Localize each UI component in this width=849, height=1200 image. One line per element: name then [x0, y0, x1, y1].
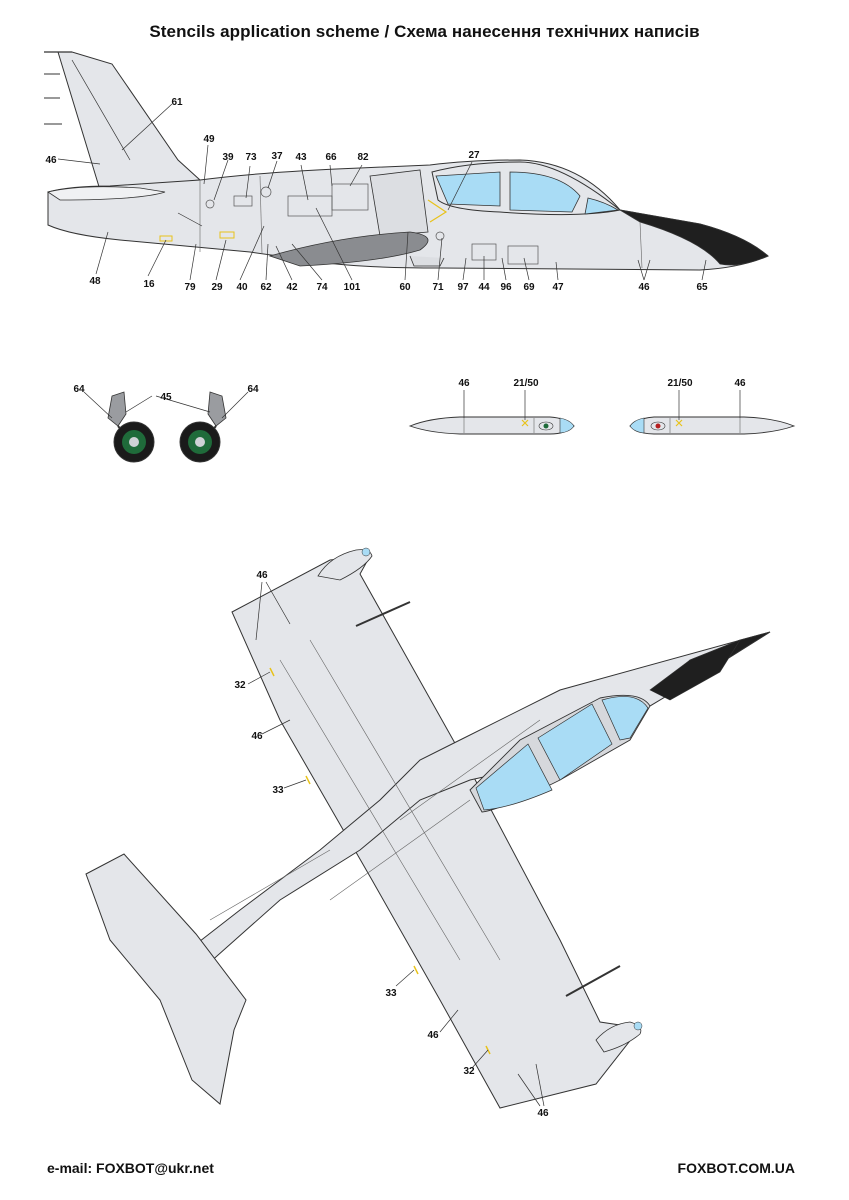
callout-45: 45 — [160, 392, 172, 403]
page-title: Stencils application scheme / Схема нане… — [149, 22, 700, 41]
callout-82: 82 — [357, 152, 369, 163]
callout-49: 49 — [203, 134, 215, 145]
callout-79: 79 — [184, 282, 196, 293]
side-view-aircraft — [44, 51, 769, 271]
tank-leaders — [463, 390, 741, 420]
landing-gear-callouts: 64 45 64 — [73, 384, 259, 403]
footer-email: e-mail: FOXBOT@ukr.net — [47, 1160, 214, 1176]
callout-74: 74 — [316, 282, 328, 293]
callout-27: 27 — [468, 150, 480, 161]
callout-46-nose: 46 — [638, 282, 650, 293]
side-view-leaders — [57, 103, 707, 281]
callout-37: 37 — [271, 151, 283, 162]
drop-tank-left — [408, 416, 575, 435]
drop-tank-right — [629, 416, 796, 435]
top-view-aircraft — [85, 547, 771, 1109]
callout-46-top-wing: 46 — [256, 570, 268, 581]
callout-64-left: 64 — [73, 384, 85, 395]
callout-44: 44 — [478, 282, 490, 293]
callout-33-bottom: 33 — [385, 988, 397, 999]
callout-60: 60 — [399, 282, 411, 293]
top-view-callouts: 46 32 46 33 33 46 32 46 — [234, 570, 549, 1119]
side-view-callouts: 61 49 39 73 37 43 66 82 27 46 48 16 79 2… — [45, 97, 708, 293]
callout-73: 73 — [245, 152, 257, 163]
landing-gear-leaders — [83, 391, 249, 419]
callout-64-right: 64 — [247, 384, 259, 395]
callout-21-50-tank-left: 21/50 — [513, 378, 538, 389]
callout-46: 46 — [45, 155, 57, 166]
callout-46-bottom-mid: 46 — [427, 1030, 439, 1041]
callout-66: 66 — [325, 152, 337, 163]
callout-16: 16 — [143, 279, 155, 290]
callout-47: 47 — [552, 282, 564, 293]
callout-62: 62 — [260, 282, 272, 293]
landing-gear-left — [107, 391, 155, 463]
landing-gear-right — [179, 391, 227, 463]
callout-61: 61 — [171, 97, 183, 108]
callout-21-50-tank-right: 21/50 — [667, 378, 692, 389]
callout-101: 101 — [344, 282, 361, 293]
callout-46-bottom-wing: 46 — [537, 1108, 549, 1119]
callout-46-top-mid: 46 — [251, 731, 263, 742]
callout-46-tank-right: 46 — [734, 378, 746, 389]
callout-32-top: 32 — [234, 680, 246, 691]
top-view-leaders — [247, 581, 545, 1107]
callout-69: 69 — [523, 282, 535, 293]
callout-39: 39 — [222, 152, 234, 163]
callout-97: 97 — [457, 282, 469, 293]
callout-33-top: 33 — [272, 785, 284, 796]
callout-42: 42 — [286, 282, 298, 293]
callout-65: 65 — [696, 282, 708, 293]
callout-32-bottom: 32 — [463, 1066, 475, 1077]
callout-96: 96 — [500, 282, 512, 293]
footer-website: FOXBOT.COM.UA — [677, 1160, 795, 1176]
callout-46-tank-left: 46 — [458, 378, 470, 389]
tank-callouts: 46 21/50 21/50 46 — [458, 378, 746, 389]
callout-71: 71 — [432, 282, 444, 293]
callout-48: 48 — [89, 276, 101, 287]
callout-43: 43 — [295, 152, 307, 163]
callout-40: 40 — [236, 282, 248, 293]
callout-29: 29 — [211, 282, 223, 293]
